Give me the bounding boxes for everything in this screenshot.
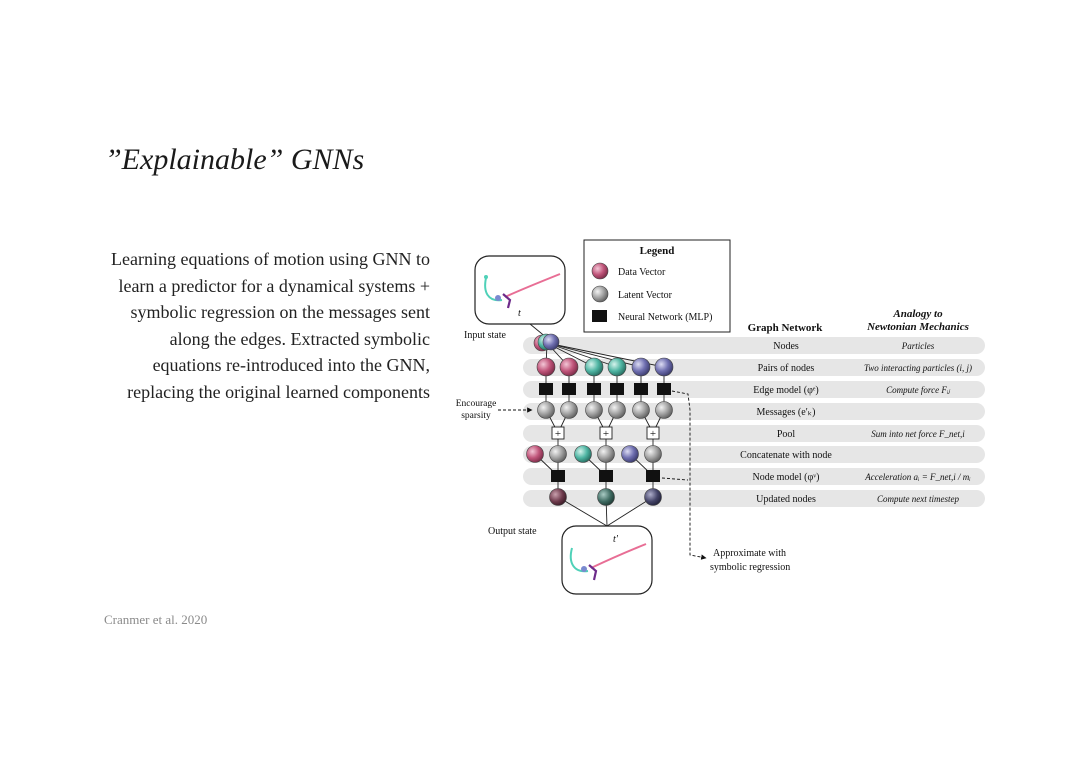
output-state-label: Output state — [488, 526, 537, 537]
node-approx-connector — [661, 477, 689, 481]
legend-data-vector: Data Vector — [618, 267, 666, 278]
pool-plus: + — [555, 428, 561, 440]
stage-label: Node model (φᵛ) — [752, 472, 819, 483]
messages — [537, 401, 673, 419]
analogy-label: Particles — [901, 341, 935, 351]
pool-plus: + — [603, 428, 609, 440]
data-vector-node — [542, 333, 560, 351]
latent-vector-icon — [591, 285, 609, 303]
stage-label: Updated nodes — [756, 494, 816, 505]
stage-label: Nodes — [773, 341, 799, 352]
updated-nodes — [549, 488, 662, 506]
analogy-label: Compute force Fᵢⱼ — [886, 385, 951, 395]
slide-title: ”Explainable” GNNs — [105, 143, 365, 176]
approx-arrow — [671, 390, 707, 560]
citation: Cranmer et al. 2020 — [104, 612, 208, 627]
data-vector-icon — [591, 262, 609, 280]
approx-label-2: symbolic regression — [710, 562, 790, 573]
input-state-label: Input state — [464, 330, 506, 341]
concatenated-nodes — [526, 445, 662, 463]
analogy-label: Acceleration aᵢ = F_net,i / mᵢ — [864, 472, 971, 482]
pool-plus: + — [650, 428, 656, 440]
analogy-label: Two interacting particles (i, j) — [864, 363, 972, 373]
node-model-mlps — [551, 470, 660, 482]
analogy-labels: Particles Two interacting particles (i, … — [864, 341, 972, 504]
edge-model-mlps — [539, 383, 671, 395]
header-graph-network: Graph Network — [748, 322, 824, 334]
t-input-label: t — [518, 308, 521, 319]
output-state-panel: t′ — [561, 525, 653, 595]
stage-labels: Nodes Pairs of nodes Edge model (φᵉ) Mes… — [740, 341, 832, 505]
sparsity-label: sparsity — [461, 411, 491, 421]
encourage-label: Encourage — [456, 399, 497, 409]
slide-description: Learning equations of motion using GNN t… — [111, 249, 430, 402]
pool-operators: + + + — [551, 426, 660, 440]
stage-label: Edge model (φᵉ) — [753, 385, 819, 396]
approx-label-1: Approximate with — [713, 548, 786, 559]
analogy-label: Compute next timestep — [877, 494, 959, 504]
stage-label: Concatenate with node — [740, 450, 832, 461]
analogy-label: Sum into net force F_net,i — [871, 429, 965, 439]
input-nodes — [533, 333, 560, 352]
legend: Legend Data Vector Latent Vector Neural … — [583, 239, 731, 333]
pairs-of-nodes — [536, 357, 674, 377]
legend-mlp: Neural Network (MLP) — [618, 312, 712, 323]
header-analogy-line1: Analogy to — [892, 308, 943, 320]
stage-label: Pairs of nodes — [758, 363, 815, 374]
legend-latent-vector: Latent Vector — [618, 290, 673, 301]
legend-title: Legend — [640, 245, 675, 257]
t-output-label: t′ — [613, 534, 619, 545]
header-analogy-line2: Newtonian Mechanics — [866, 321, 969, 333]
stage-label: Pool — [777, 429, 796, 440]
stage-label: Messages (e′ₖ) — [757, 407, 816, 418]
mlp-icon — [592, 310, 607, 322]
input-state-panel: t — [474, 255, 566, 325]
